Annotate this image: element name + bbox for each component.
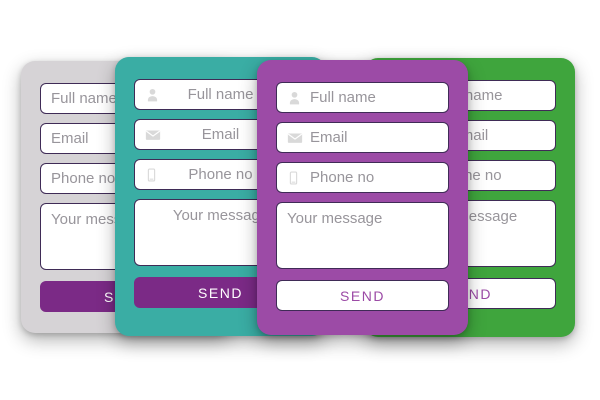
fullname-placeholder: Full name (51, 90, 117, 107)
mail-icon (286, 129, 304, 147)
phone-placeholder: Phone no (51, 170, 116, 187)
fullname-field[interactable]: Full name (276, 82, 449, 113)
contact-card-purple: Full name Email Phone no Your message SE… (257, 60, 468, 335)
message-placeholder: Your message (172, 207, 269, 224)
user-icon (286, 89, 303, 106)
fullname-placeholder: Full name (310, 89, 376, 106)
user-icon (144, 86, 161, 103)
fullname-placeholder: Full name (187, 86, 254, 103)
message-placeholder: Your message (287, 210, 383, 227)
mail-icon (144, 126, 162, 144)
send-button[interactable]: SEND (276, 280, 449, 311)
phone-field[interactable]: Phone no (276, 162, 449, 193)
email-placeholder: Email (310, 129, 348, 146)
phone-placeholder: Phone no (188, 166, 253, 183)
phone-placeholder: Phone no (310, 169, 375, 186)
message-field[interactable]: Your message (276, 202, 449, 269)
email-field[interactable]: Email (276, 122, 449, 153)
email-placeholder: Email (51, 130, 89, 147)
phone-icon (286, 168, 301, 187)
phone-icon (144, 165, 159, 184)
email-placeholder: Email (201, 126, 240, 143)
